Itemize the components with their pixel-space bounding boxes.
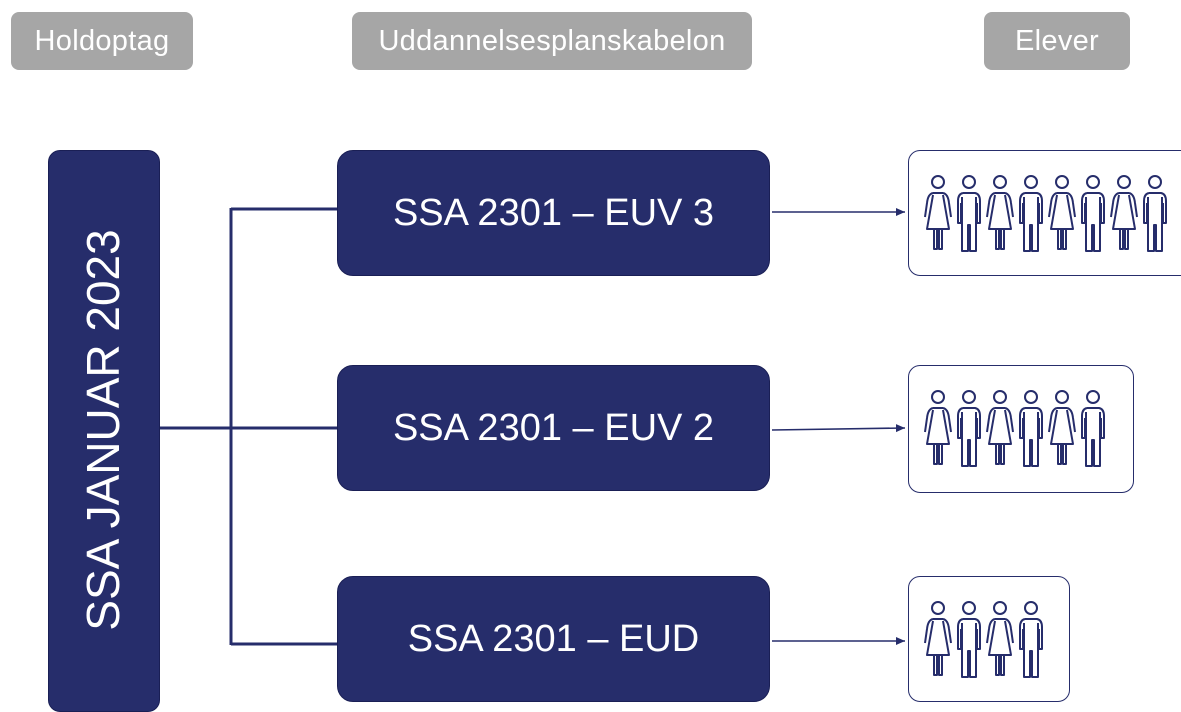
header-elever: Elever: [984, 12, 1130, 70]
person-icon: [986, 175, 1014, 250]
person-icon: [1143, 175, 1167, 252]
plan-box-euv2: SSA 2301 – EUV 2: [337, 365, 770, 491]
people-icon: [924, 601, 1043, 678]
students-box-eud: [908, 576, 1070, 702]
intake-box: [48, 150, 160, 712]
plan-box-euv3: SSA 2301 – EUV 3: [337, 150, 770, 276]
students-box-euv2: [908, 365, 1134, 493]
person-icon: [924, 175, 952, 250]
person-icon: [1019, 390, 1043, 467]
person-icon: [986, 390, 1014, 465]
person-icon: [924, 390, 952, 465]
person-icon: [986, 601, 1014, 676]
person-icon: [957, 601, 981, 678]
students-box-euv3: [908, 150, 1181, 276]
person-icon: [1019, 175, 1043, 252]
plan-label-euv2: SSA 2301 – EUV 2: [392, 406, 715, 449]
plan-label-euv3: SSA 2301 – EUV 3: [392, 191, 715, 234]
person-icon: [924, 601, 952, 676]
plan-label-eud: SSA 2301 – EUD: [407, 617, 700, 660]
person-icon: [1048, 390, 1076, 465]
person-icon: [957, 390, 981, 467]
person-icon: [1048, 175, 1076, 250]
people-icon: [924, 390, 1105, 467]
person-icon: [957, 175, 981, 252]
person-icon: [1110, 175, 1138, 250]
person-icon: [1019, 601, 1043, 678]
person-icon: [1081, 390, 1105, 467]
arrow-euv2: [771, 424, 906, 433]
plan-box-eud: SSA 2301 – EUD: [337, 576, 770, 702]
intake-label: SSA JANUAR 2023: [77, 229, 129, 631]
header-uddannelsesplanskabelon: Uddannelsesplanskabelon: [352, 12, 752, 70]
connector-lines: [158, 207, 906, 646]
people-icon: [924, 175, 1167, 252]
header-holdoptag: Holdoptag: [11, 12, 193, 70]
person-icon: [1081, 175, 1105, 252]
